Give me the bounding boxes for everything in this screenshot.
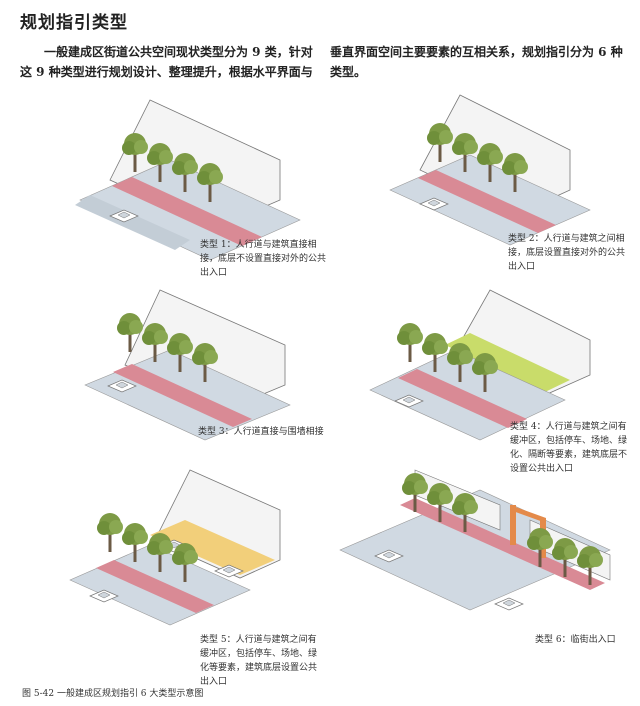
type2-illustration (389, 94, 591, 246)
type2-caption: 类型 2：人行道与建筑之间相接，底层设置直接对外的公共出入口 (508, 234, 626, 272)
type5-illustration (69, 469, 281, 626)
type6-caption: 类型 6：临街出入口 (535, 635, 616, 645)
type1-bike-lane (112, 177, 262, 246)
intro-left: 一般建成区街道公共空间现状类型分为 9 类，针对这 9 种类型进行规划设计、整理… (20, 42, 320, 82)
intro-left-text: 一般建成区街道公共空间现状类型分为 9 类，针对这 9 种类型进行规划设计、整理… (20, 45, 313, 79)
type6-bike-lane (400, 498, 605, 590)
type4-bike-lane (398, 369, 527, 428)
type5-bike-lane (96, 560, 214, 613)
page-title: 规划指引类型 (20, 13, 128, 33)
intro-right-text: 垂直界面空间主要要素的互相关系，规划指引分为 6 种类型。 (330, 45, 623, 79)
figure-caption: 图 5-42 一般建成区规划指引 6 大类型示意图 (22, 689, 204, 699)
type6-illustration (339, 469, 611, 611)
type5-caption: 类型 5：人行道与建筑之间有缓冲区，包括停车、场地、绿化等要素，建筑底层设置公共… (200, 635, 318, 687)
intro-right: 垂直界面空间主要要素的互相关系，规划指引分为 6 种类型。 (330, 42, 625, 82)
type5-buffer-zone (150, 520, 275, 575)
type2-bike-lane (418, 170, 556, 233)
type4-illustration (369, 289, 591, 441)
type3-illustration (84, 289, 291, 441)
type3-bike-lane (113, 364, 252, 427)
type3-caption: 类型 3：人行道直接与围墙相接 (198, 427, 324, 437)
type6-gate (510, 505, 516, 545)
type4-caption: 类型 4：人行道与建筑之间有缓冲区，包括停车、场地、绿化、隔断等要素，建筑底层不… (510, 422, 628, 474)
type1-illustration (75, 99, 301, 261)
type4-buffer-zone (445, 333, 570, 392)
type1-caption: 类型 1：人行道与建筑直接相接，底层不设置直接对外的公共出入口 (200, 240, 327, 278)
